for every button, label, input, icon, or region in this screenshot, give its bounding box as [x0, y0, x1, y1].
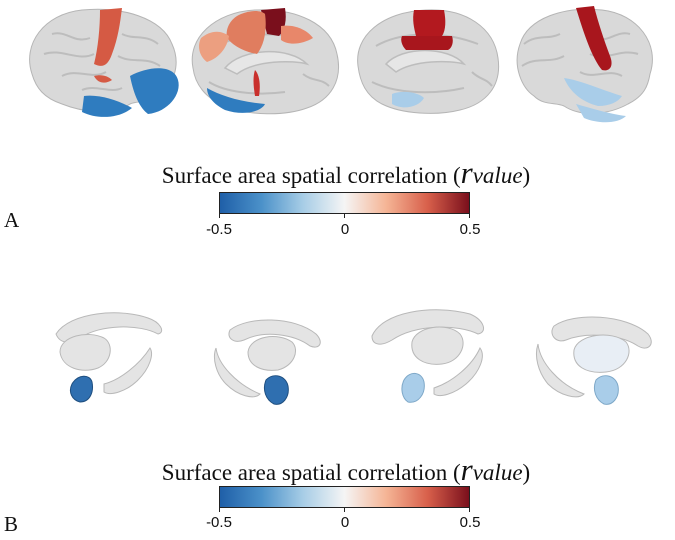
colorbar-title-b: Surface area spatial correlation (rvalue…: [136, 452, 556, 488]
colorbar-title-suffix: ): [522, 163, 531, 188]
region-precentral: [94, 8, 122, 66]
hippocampus: [593, 375, 619, 405]
region-paracentral: [413, 10, 446, 36]
brain-view-medial-right: [357, 9, 500, 114]
colorbar-a-tickmark-zero: [344, 213, 345, 218]
panel-label-a: A: [4, 208, 20, 232]
hippocampus: [401, 373, 425, 403]
hippocampus: [263, 375, 289, 405]
corpus-callosum: [223, 51, 310, 75]
colorbar-a-tickmark-min: [219, 213, 220, 218]
colorbar-title-r: r: [460, 155, 473, 190]
subcortex-view-3: [371, 309, 485, 403]
colorbar-title-a: Surface area spatial correlation (rvalue…: [136, 155, 556, 191]
colorbar-b-tickmark-max: [469, 507, 470, 512]
putamen: [573, 334, 630, 373]
colorbar-a-tick-zero: 0: [340, 221, 350, 238]
thalamus-tail: [535, 343, 585, 398]
putamen: [59, 334, 111, 371]
brain-view-medial-left: [191, 8, 339, 115]
region-paracentral-dark: [261, 8, 286, 36]
panel-label-b: B: [4, 512, 19, 536]
thalamus-tail: [213, 347, 261, 398]
region-precuneus: [226, 11, 266, 54]
colorbar-b: [219, 486, 470, 508]
region-occipital-blue: [207, 88, 265, 113]
colorbar-b-tickmark-zero: [344, 507, 345, 512]
region-lingual-blue: [392, 91, 424, 108]
sulci: [521, 32, 639, 77]
corpus-callosum: [384, 49, 467, 73]
hippocampus: [69, 375, 93, 403]
region-temporal-pole: [82, 95, 132, 117]
brain-view-lateral-left: [29, 8, 179, 117]
putamen: [411, 326, 464, 365]
colorbar-title-suffix: ): [522, 460, 531, 485]
colorbar-title-r: r: [460, 452, 473, 487]
caudate: [371, 309, 485, 345]
thalamus-tail: [433, 347, 483, 397]
region-temporal-lower: [130, 68, 179, 114]
subcortex-view-2: [213, 319, 321, 405]
region-small-red: [94, 75, 112, 83]
colorbar-title-prefix: Surface area spatial correlation (: [161, 460, 461, 485]
subcortex-view-4: [535, 316, 652, 405]
colorbar-a-tickmark-max: [469, 213, 470, 218]
region-frontal-light: [281, 25, 313, 44]
colorbar-a: [219, 192, 470, 214]
putamen: [247, 336, 296, 371]
region-cuneus-red: [199, 31, 229, 62]
colorbar-b-tick-min: -0.5: [206, 514, 232, 531]
caudate: [228, 319, 321, 348]
colorbar-a-tick-min: -0.5: [206, 221, 232, 238]
region-precentral: [576, 6, 612, 71]
thalamus-tail: [103, 347, 152, 394]
colorbar-b-tick-max: 0.5: [459, 514, 481, 531]
region-temporal-upper: [564, 78, 622, 106]
colorbar-title-value: value: [472, 460, 523, 485]
colorbar-b-tick-zero: 0: [340, 514, 350, 531]
region-posterior-cingulate: [401, 36, 453, 50]
region-temporal-lower: [576, 104, 626, 123]
colorbar-title-prefix: Surface area spatial correlation (: [161, 163, 461, 188]
brain-view-lateral-right: [516, 6, 653, 123]
caudate: [551, 316, 652, 349]
colorbar-a-tick-max: 0.5: [459, 221, 481, 238]
sulci: [43, 32, 161, 91]
colorbar-b-tickmark-min: [219, 507, 220, 512]
colorbar-title-value: value: [472, 163, 523, 188]
subcortex-view-1: [55, 312, 163, 403]
region-bottom-red: [253, 70, 260, 96]
